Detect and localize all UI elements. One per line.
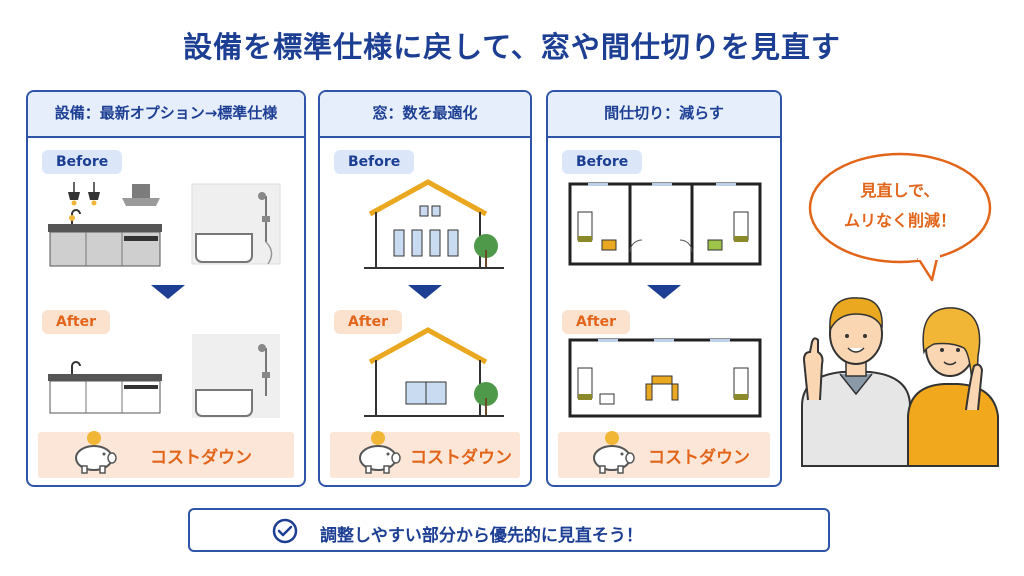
check-circle-icon — [272, 518, 298, 544]
speech-bubble — [808, 152, 992, 282]
floorplan-before-icon — [568, 182, 762, 266]
cost-down-label: コストダウン — [410, 448, 512, 468]
card-heading: 間仕切り：減らす — [548, 92, 780, 138]
piggy-bank-icon — [593, 431, 635, 474]
after-tag: After — [42, 310, 111, 334]
bathroom-before-icon — [191, 183, 281, 265]
cost-down-banner: コストダウン — [558, 431, 770, 478]
before-tag: Before — [334, 150, 415, 174]
couple-illustration — [801, 297, 999, 467]
speech-line-2: ムリなく削減！ — [843, 211, 956, 230]
piggy-bank-icon — [75, 431, 117, 474]
after-tag: After — [562, 310, 631, 334]
floorplan-after-icon — [568, 338, 762, 418]
speech-text: 見直しで、 ムリなく削減！ — [806, 176, 994, 236]
speech-line-1: 見直しで、 — [860, 181, 940, 200]
before-tag: Before — [562, 150, 643, 174]
down-arrow-icon — [151, 285, 185, 299]
down-arrow-icon — [647, 285, 681, 299]
summary-bar: 調整しやすい部分から優先的に見直そう！ — [188, 508, 830, 552]
house-after-icon — [364, 327, 504, 417]
kitchen-before-icon — [48, 182, 162, 267]
kitchen-after-icon — [48, 361, 162, 414]
down-arrow-icon — [408, 285, 442, 299]
before-tag: Before — [42, 150, 123, 174]
summary-text: 調整しやすい部分から優先的に見直そう！ — [320, 526, 643, 546]
card-equipment: 設備：最新オプション→標準仕様 Before After — [26, 90, 306, 487]
card-partitions: 間仕切り：減らす Before After — [546, 90, 782, 487]
card-heading: 窓：数を最適化 — [320, 92, 530, 138]
after-tag: After — [334, 310, 403, 334]
piggy-bank-icon — [359, 431, 401, 474]
card-windows: 窓：数を最適化 Before After — [318, 90, 532, 487]
bathroom-after-icon — [192, 334, 280, 418]
page-title: 設備を標準仕様に戻して、窓や間仕切りを見直す — [183, 30, 841, 64]
card-heading: 設備：最新オプション→標準仕様 — [28, 92, 304, 138]
cost-down-banner: コストダウン — [330, 431, 520, 478]
cost-down-banner: コストダウン — [38, 431, 294, 478]
house-before-icon — [364, 179, 504, 269]
cost-down-label: コストダウン — [648, 448, 750, 468]
cost-down-label: コストダウン — [150, 448, 252, 468]
